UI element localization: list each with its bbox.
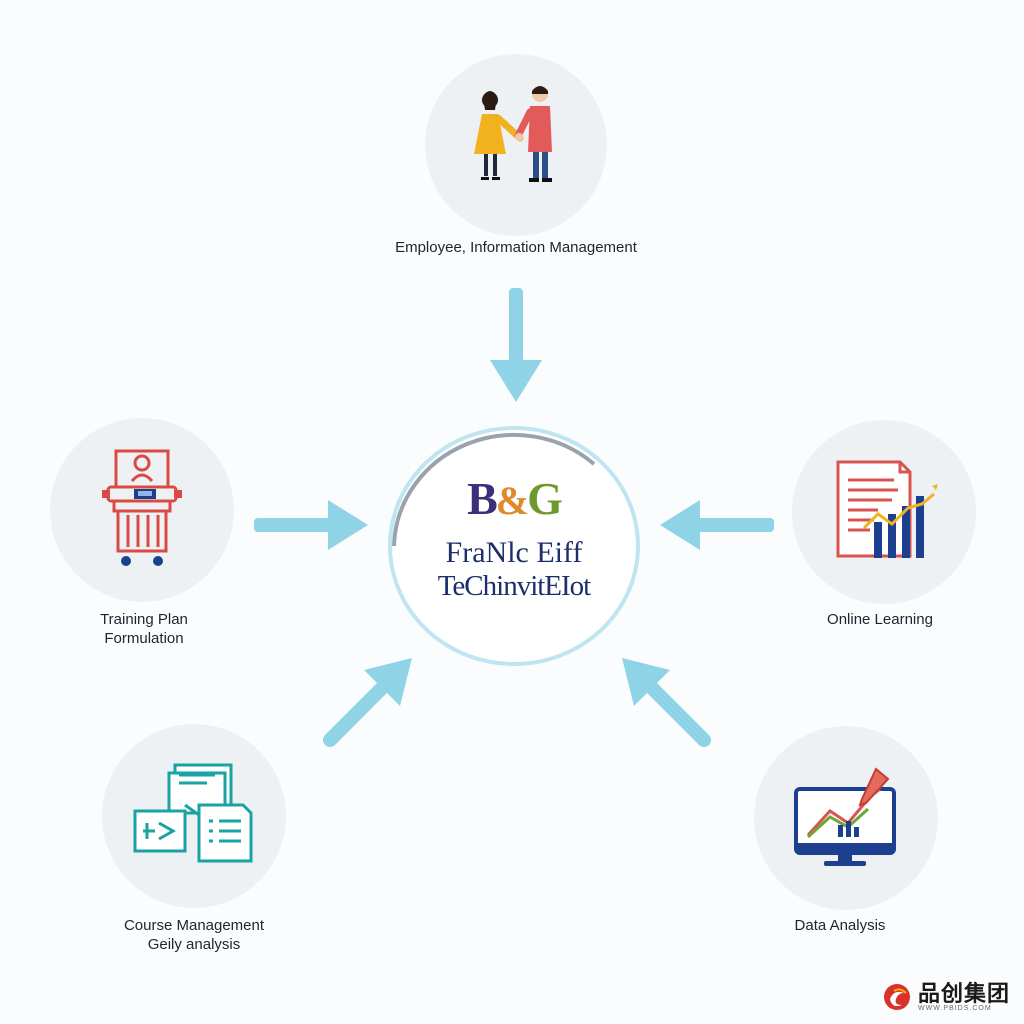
logo-line-1: FraNlc Eiff <box>445 536 583 569</box>
arrow-from-bottom-right <box>622 658 711 747</box>
brand-swirl-icon <box>883 984 910 1010</box>
course-label: Course Management Geily analysis <box>123 917 265 953</box>
brand-name: 品创集团 <box>917 980 1010 1006</box>
course-node <box>102 724 286 908</box>
arrow-from-left <box>254 500 368 550</box>
monitor-chart-icon <box>794 767 896 866</box>
center-logo: B&G FraNlc Eiff TeChinvitEIot <box>388 426 640 666</box>
training-node <box>50 418 234 602</box>
training-label: Training Plan Formulation <box>100 611 188 647</box>
brand-url: WWW.PBIDS.COM <box>917 1004 992 1012</box>
center-ring <box>388 426 640 666</box>
online-label: Online Learning <box>827 611 933 628</box>
online-node <box>792 420 976 604</box>
data-label: Data Analysis <box>794 917 886 934</box>
handshake-people-icon <box>474 86 552 182</box>
employee-node <box>425 54 607 236</box>
arrow-from-top <box>490 288 542 402</box>
document-chart-icon <box>836 460 938 558</box>
logo-line-2: TeChinvitEIot <box>437 570 592 602</box>
brand-watermark: 品创集团 WWW.PBIDS.COM <box>882 982 1010 1012</box>
arrow-from-bottom-left <box>323 658 412 747</box>
logo-mark: B&G <box>467 473 563 524</box>
course-documents-icon <box>133 763 253 863</box>
arrow-from-right <box>660 500 774 550</box>
data-node <box>754 726 938 910</box>
training-kiosk-icon <box>102 449 182 566</box>
employee-label: Employee, Information Management <box>395 239 637 256</box>
